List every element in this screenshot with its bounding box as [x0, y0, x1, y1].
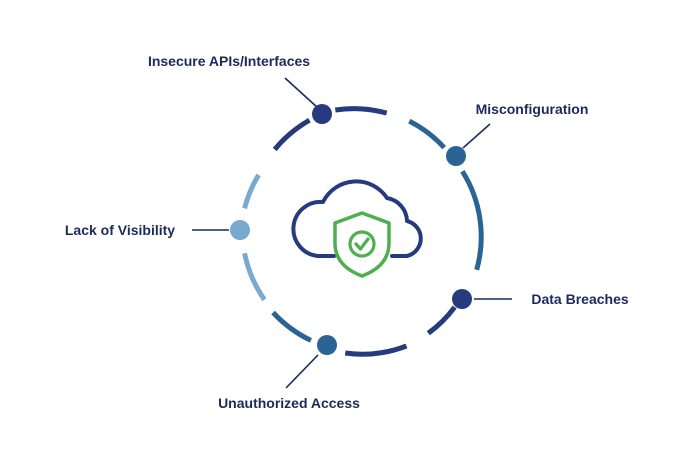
ring-segment-right [460, 169, 484, 271]
leader-line-insecure-apis [284, 77, 319, 109]
node-misconfiguration [446, 146, 466, 166]
node-unauthorized-access [317, 335, 337, 355]
ring-segment-top-right [408, 118, 447, 150]
label-insecure-apis: Insecure APIs/Interfaces [148, 53, 310, 69]
cloud-outline [291, 179, 423, 258]
check-circle [348, 230, 376, 258]
label-misconfiguration: Misconfiguration [476, 101, 589, 117]
ring-segment-top [334, 106, 388, 116]
node-insecure-apis [312, 104, 332, 124]
risk-nodes [230, 104, 472, 355]
shield-outline [333, 211, 391, 278]
leader-line-unauthorized-access [285, 354, 319, 389]
ring-segment-left [242, 252, 267, 302]
cloud-shield-check-icon [291, 179, 423, 278]
node-data-breaches [452, 289, 472, 309]
ring-segment-top [272, 118, 311, 152]
risk-labels: Insecure APIs/Interfaces Misconfiguratio… [65, 53, 629, 411]
ring-segment-left [242, 173, 261, 210]
label-unauthorized-access: Unauthorized Access [218, 395, 360, 411]
ring-segment-bottom-right [426, 305, 457, 336]
label-data-breaches: Data Breaches [531, 291, 628, 307]
leader-line-misconfiguration [462, 123, 491, 149]
leader-lines [192, 77, 512, 389]
node-lack-of-visibility [230, 220, 250, 240]
ring-segment-bottom-right [344, 343, 408, 357]
ring-segment-bottom-left [271, 310, 313, 343]
label-lack-of-visibility: Lack of Visibility [65, 222, 175, 238]
check-mark [354, 237, 370, 251]
risk-ring [242, 106, 484, 357]
